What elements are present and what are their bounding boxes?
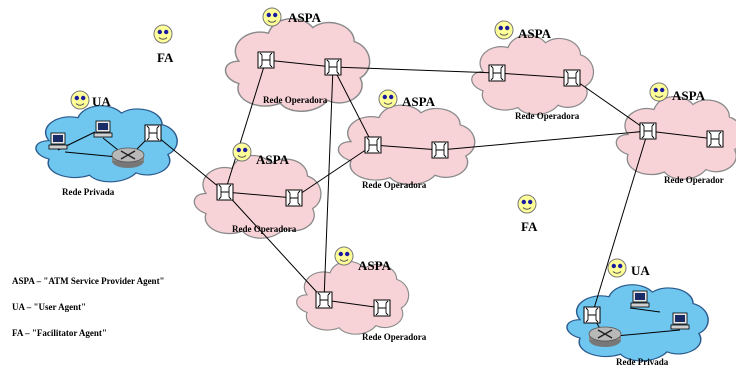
cloud-operator-bottom	[296, 260, 410, 335]
atm-switch-icon	[639, 122, 657, 140]
atm-switch-icon	[324, 58, 342, 76]
network-label: Rede Privada	[62, 187, 115, 197]
agent-label-ua: UA	[631, 263, 650, 278]
agent-label-aspa: ASPA	[402, 94, 436, 109]
atm-switch-icon	[216, 183, 234, 201]
atm-switch-icon	[285, 189, 303, 207]
agent-label-aspa: ASPA	[672, 88, 706, 103]
agent-face-icon	[517, 194, 537, 214]
agent-face-icon	[262, 7, 282, 27]
atm-switch-icon	[364, 136, 382, 154]
network-label: Rede Privada	[616, 357, 669, 367]
agent-face-icon	[70, 90, 90, 110]
computer-icon	[630, 290, 650, 308]
agent-face-icon	[649, 82, 669, 102]
router-icon	[588, 326, 622, 348]
atm-switch-icon	[431, 141, 449, 159]
network-label: Rede Operadora	[263, 95, 328, 105]
atm-switch-icon	[488, 64, 506, 82]
legend-aspa: ASPA – "ATM Service Provider Agent"	[12, 276, 165, 286]
network-label: Rede Operadora	[362, 180, 427, 190]
agent-face-icon	[607, 258, 627, 278]
atm-switch-icon	[373, 299, 391, 317]
computer-icon	[48, 132, 68, 150]
agent-label-fa: FA	[157, 50, 174, 65]
agent-face-icon	[494, 20, 514, 40]
agent-label-ua: UA	[92, 94, 111, 109]
network-label: Rede Operadora	[515, 111, 580, 121]
computer-icon	[670, 312, 690, 330]
agent-label-aspa: ASPA	[518, 26, 552, 41]
agent-face-icon	[334, 246, 354, 266]
atm-switch-icon	[144, 124, 162, 142]
network-label: Rede Operadora	[232, 224, 297, 234]
legend-ua: UA – "User Agent"	[12, 302, 87, 312]
agent-face-icon	[232, 142, 252, 162]
atm-switch-icon	[583, 306, 601, 324]
atm-switch-icon	[706, 130, 724, 148]
agent-face-icon	[153, 24, 173, 44]
network-label: Rede Operadora	[362, 332, 427, 342]
agent-label-aspa: ASPA	[358, 258, 392, 273]
computer-icon	[93, 120, 113, 138]
network-label: Rede Operador	[664, 175, 724, 185]
legend-fa: FA – "Facilitator Agent"	[12, 328, 107, 338]
atm-switch-icon	[563, 69, 581, 87]
atm-switch-icon	[315, 291, 333, 309]
network-links	[57, 59, 716, 338]
atm-switch-icon	[257, 51, 275, 69]
agent-label-fa: FA	[521, 219, 538, 234]
agent-label-aspa: ASPA	[256, 152, 290, 167]
router-icon	[111, 147, 145, 169]
agent-label-aspa: ASPA	[288, 10, 322, 25]
agent-face-icon	[378, 89, 398, 109]
